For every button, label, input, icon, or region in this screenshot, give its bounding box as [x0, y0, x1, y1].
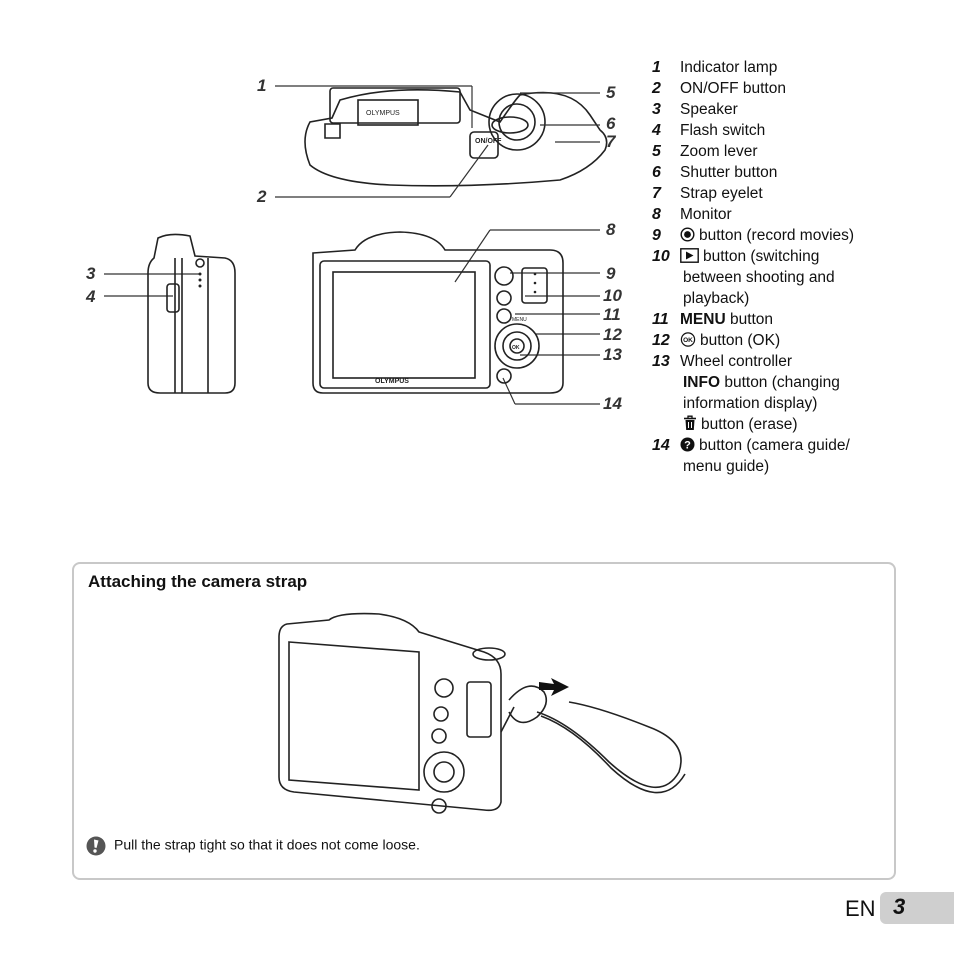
on-off-marking: ON/OFF	[475, 138, 502, 145]
note-text: Pull the strap tight so that it does not…	[114, 836, 420, 853]
caution-icon	[86, 836, 106, 856]
ok-marking: OK	[512, 345, 520, 351]
callout-5: 5	[606, 83, 616, 102]
callout-4: 4	[86, 287, 96, 306]
callout-10: 10	[603, 286, 622, 305]
callout-13: 13	[603, 345, 622, 364]
record-movie-icon	[680, 227, 695, 242]
camera-side-view	[147, 233, 236, 394]
top-view-leaders	[104, 85, 600, 405]
brand-marking-back: OLYMPUS	[375, 378, 409, 385]
svg-text:OK: OK	[683, 337, 693, 344]
section-title: Attaching the camera strap	[88, 572, 308, 591]
list-item: 14 ?button (camera guide/	[652, 437, 850, 454]
callout-7: 7	[606, 132, 616, 151]
callout-6: 6	[606, 114, 616, 133]
callout-9: 9	[606, 264, 616, 283]
callout-11: 11	[603, 305, 621, 324]
brand-marking-top: OLYMPUS	[366, 110, 400, 117]
playback-icon	[680, 248, 699, 263]
ok-icon: OK	[680, 332, 696, 347]
language-label: EN	[845, 896, 876, 921]
caution-note: Pull the strap tight so that it does not…	[86, 836, 420, 856]
trash-icon	[684, 415, 696, 430]
callout-8: 8	[606, 220, 616, 239]
callout-3: 3	[86, 264, 96, 283]
camera-top-view: ON/OFF OLYMPUS	[304, 87, 608, 187]
strap-illustration	[278, 612, 686, 814]
strap-section: Attaching the camera strap Pull the stra…	[72, 562, 896, 880]
svg-text:?: ?	[684, 440, 691, 452]
menu-marking: MENU	[512, 317, 527, 323]
arrow-icon	[539, 678, 569, 696]
camera-back-view: OLYMPUS MENU OK	[312, 231, 564, 394]
callout-12: 12	[603, 325, 622, 344]
callout-2: 2	[257, 187, 267, 206]
page-number: 3	[893, 894, 906, 919]
callout-1: 1	[257, 76, 267, 95]
page-tab	[880, 892, 954, 924]
callout-14: 14	[603, 394, 622, 413]
list-item: 10 button (switching	[652, 248, 820, 265]
help-icon: ?	[680, 437, 695, 452]
list-item: 9 button (record movies)	[652, 227, 855, 244]
